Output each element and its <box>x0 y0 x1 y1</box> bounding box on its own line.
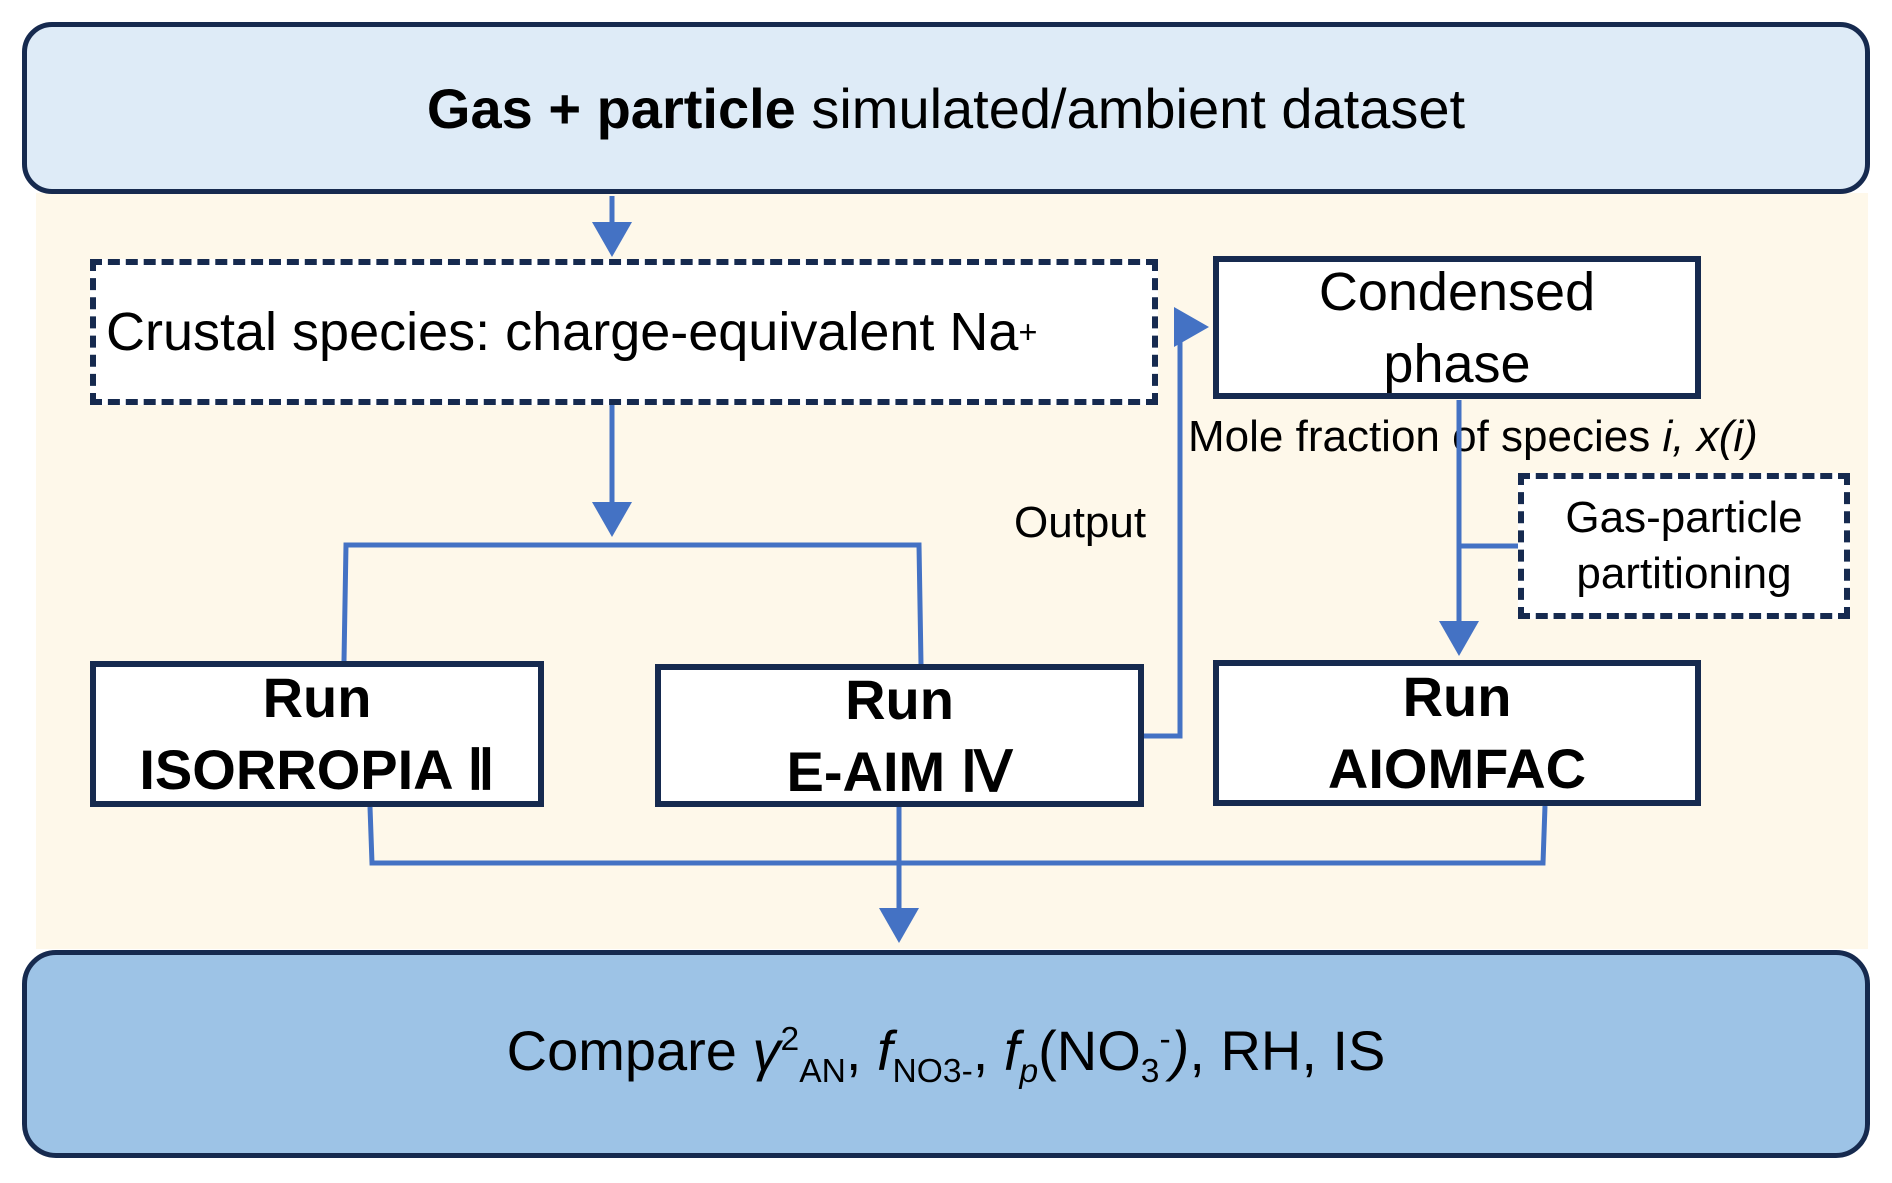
condensed-phase-box: Condensed phase <box>1213 256 1701 399</box>
compare-f1: f <box>876 1018 893 1082</box>
compare-comma1: , <box>845 1018 877 1082</box>
compare-suffix: , RH, IS <box>1189 1018 1386 1082</box>
compare-f1-sub: NO3- <box>892 1052 973 1090</box>
crustal-species-text: Crustal species: charge-equivalent Na <box>106 302 1019 362</box>
dataset-title-bold: Gas + particle <box>426 76 796 140</box>
compare-paren-open: (NO <box>1038 1018 1141 1082</box>
gas-particle-line1: Gas-particle <box>1565 493 1803 542</box>
run-aiomfac-line1: Run <box>1402 665 1512 728</box>
run-aiomfac-line2: AIOMFAC <box>1327 737 1587 800</box>
condensed-line2: phase <box>1383 333 1531 394</box>
compare-gamma: γ <box>752 1018 781 1082</box>
compare-gamma-sup: 2 <box>780 1020 800 1058</box>
run-eaim-box: Run E-AIM Ⅳ <box>655 664 1144 807</box>
output-label: Output <box>1014 498 1147 547</box>
compare-paren-close: ) <box>1170 1018 1190 1082</box>
mole-fraction-var-i: i <box>1662 412 1673 461</box>
mole-fraction-sep: , <box>1672 412 1697 461</box>
run-isorropia-line2: ISORROPIA Ⅱ <box>139 738 495 801</box>
compare-no3-sub: 3 <box>1140 1052 1160 1090</box>
gas-particle-line2: partitioning <box>1576 549 1792 598</box>
dataset-title-rest: simulated/ambient dataset <box>811 76 1466 140</box>
run-isorropia-line1: Run <box>262 666 372 729</box>
gas-particle-partitioning-box: Gas-particle partitioning <box>1518 473 1850 619</box>
run-aiomfac-box: Run AIOMFAC <box>1213 660 1701 806</box>
compare-f2-sub: p <box>1019 1052 1039 1090</box>
compare-gamma-sub: AN <box>799 1052 846 1090</box>
mole-fraction-text: Mole fraction of species <box>1188 412 1663 461</box>
run-eaim-line2: E-AIM Ⅳ <box>786 739 1013 803</box>
dataset-box: Gas + particle simulated/ambient dataset <box>22 22 1870 194</box>
compare-text: Compare γ2AN, fNO3-, fp(NO3-), RH, IS <box>507 1018 1386 1091</box>
crustal-species-box: Crustal species: charge-equivalent Na+ <box>90 259 1158 405</box>
compare-no3-sup: - <box>1159 1020 1171 1058</box>
compare-prefix: Compare <box>506 1018 753 1082</box>
compare-box: Compare γ2AN, fNO3-, fp(NO3-), RH, IS <box>22 950 1870 1158</box>
crustal-species-charge: + <box>1018 313 1038 350</box>
condensed-line1: Condensed <box>1318 261 1596 322</box>
mole-fraction-var-x: x(i) <box>1696 412 1758 461</box>
mole-fraction-label: Mole fraction of species i, x(i) <box>1188 412 1758 462</box>
compare-f2: f <box>1003 1018 1020 1082</box>
run-eaim-line1: Run <box>845 667 954 731</box>
compare-comma2: , <box>972 1018 1004 1082</box>
run-isorropia-box: Run ISORROPIA Ⅱ <box>90 661 544 807</box>
